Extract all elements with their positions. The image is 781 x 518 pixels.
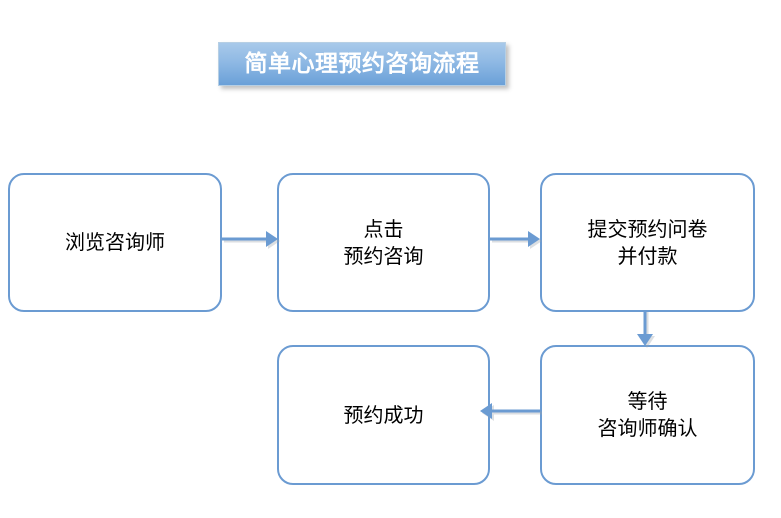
flow-node-booking-success[interactable]: 预约成功 <box>277 345 490 485</box>
arrow-left-icon-wait-to-success <box>478 400 542 426</box>
flow-node-label: 等待 咨询师确认 <box>597 389 698 440</box>
arrow-right-icon-browse-to-click <box>222 228 280 254</box>
flow-node-label: 提交预约问卷 并付款 <box>587 216 708 268</box>
flow-node-wait-confirm[interactable]: 等待 咨询师确认 <box>540 345 755 485</box>
flow-node-label: 预约成功 <box>343 402 424 427</box>
chart-title-banner: 简单心理预约咨询流程 <box>218 42 506 86</box>
arrow-down-icon-submit-to-wait <box>634 310 660 348</box>
flow-node-label: 点击 预约咨询 <box>343 216 424 268</box>
flow-node-label: 浏览咨询师 <box>65 230 165 254</box>
flow-node-browse-counselor[interactable]: 浏览咨询师 <box>8 173 222 312</box>
flow-node-click-book[interactable]: 点击 预约咨询 <box>277 173 490 312</box>
page-title: 简单心理预约咨询流程 <box>244 50 480 77</box>
flow-node-submit-form-pay[interactable]: 提交预约问卷 并付款 <box>540 173 755 312</box>
arrow-right-icon-click-to-submit <box>490 228 542 254</box>
